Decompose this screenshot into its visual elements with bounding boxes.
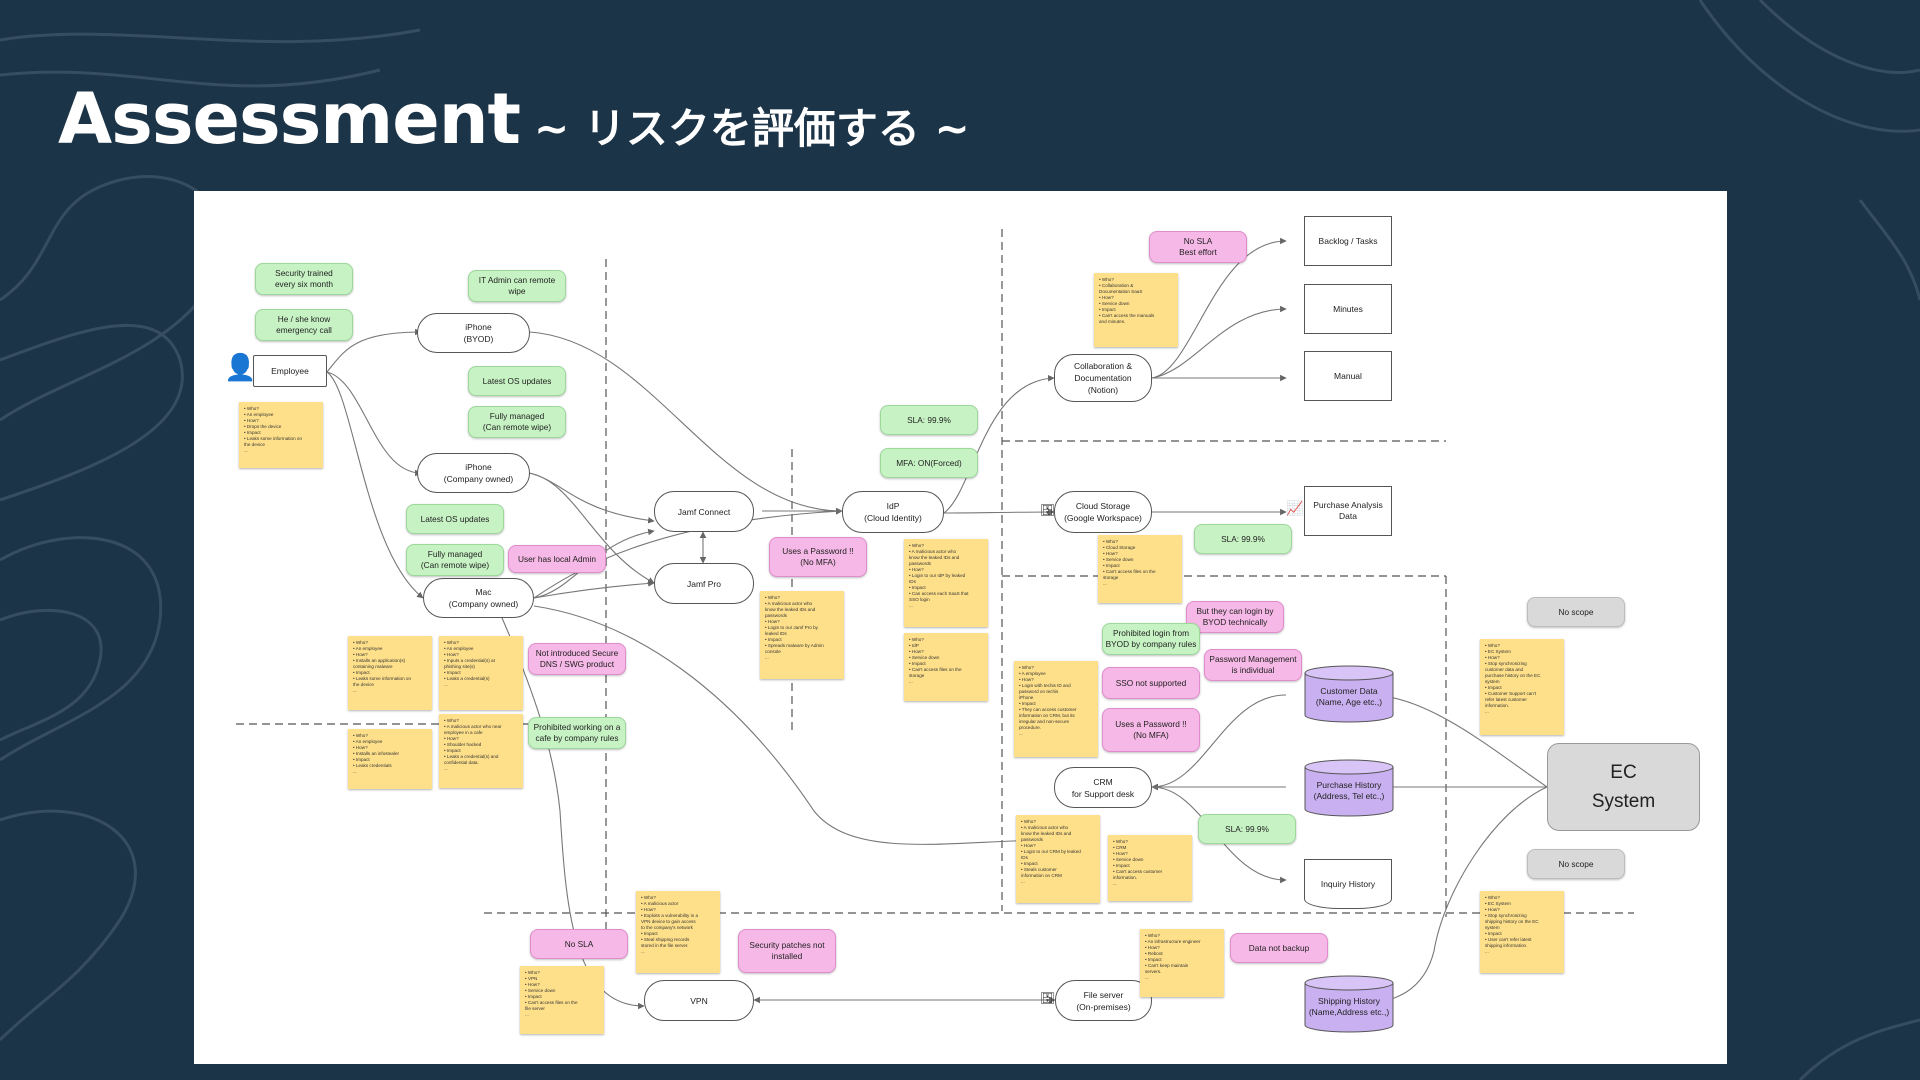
doc-backlog-tasks[interactable]: Backlog / Tasks [1304,216,1392,266]
page-title: Assessment ~ リスクを評価する ~ [58,78,970,160]
node-cloud-storage[interactable]: Cloud Storage (Google Workspace) [1054,491,1152,533]
sticky-idp-down: • Who? • IdP • How? • Service down • Imp… [904,633,988,701]
person-icon: 👤 [224,352,257,382]
node-vpn[interactable]: VPN [644,980,754,1021]
sticky-notion-risk: • Who? • Collaboration & Documentation S… [1094,273,1178,347]
db-customer-data[interactable]: Customer Data (Name, Age etc.,) [1315,686,1383,707]
sticky-ec-customer-sync: • Who? • EC System • How? • Stop synchro… [1480,639,1564,735]
note-fully-managed-2: Fully managed (Can remote wipe) [406,544,504,576]
title-subtitle: ~ リスクを評価する ~ [534,104,970,153]
note-latest-os-2: Latest OS updates [406,504,504,534]
note-sla-idp: SLA: 99.9% [880,405,978,435]
sticky-mac-infostealer: • Who? • An employee • How? • Installs a… [348,729,432,789]
db-purchase-history-shape [1304,759,1394,817]
sticky-file-server-reboot: • Who? • An infrastructure engineer • Ho… [1140,929,1224,997]
note-it-admin-wipe: IT Admin can remote wipe [468,270,566,302]
sticky-jamf-risk: • Who? • A malicious actor who know the … [760,591,844,679]
note-no-sla-best-effort: No SLA Best effort [1149,231,1247,263]
note-latest-os-1: Latest OS updates [468,366,566,396]
node-ec-system[interactable]: EC System [1547,743,1700,831]
sticky-mac-shoulder-hack: • Who? • A malicious actor who near empl… [439,714,523,788]
note-password-individual: Password Management is individual [1204,649,1302,681]
sticky-crm-down: • Who? • CRM • How? • Service down • Imp… [1108,835,1192,901]
doc-manual[interactable]: Manual [1304,351,1392,401]
db-shipping-history[interactable]: Shipping History (Name,Address etc.,) [1308,996,1390,1017]
doc-purchase-analysis[interactable]: Purchase Analysis Data [1304,486,1392,536]
note-no-sla-vpn: No SLA [530,929,628,959]
sticky-mac-malware: • Who? • An employee • How? • Installs a… [348,636,432,710]
note-no-scope-2: No scope [1527,849,1625,879]
diagram-connectors [236,229,1634,1010]
note-security-trained: Security trained every six month [255,263,353,295]
note-prohibited-cafe: Prohibited working on a cafe by company … [528,717,626,749]
node-mac[interactable]: Mac (Company owned) [423,578,534,618]
sticky-mac-phishing: • Who? • An employee • How? • Inputs a c… [439,636,523,710]
risk-assessment-diagram: 👤 Employee 📱 iPhone (BYOD) 📱 iPhone (Com… [194,191,1727,1064]
zone-dividers [236,229,1634,931]
node-jamf-pro[interactable]: Jamf Pro [654,563,754,604]
note-password-no-mfa-2: Uses a Password !! (No MFA) [1102,708,1200,752]
note-emergency-call: He / she know emergency call [255,309,353,341]
note-data-not-backup: Data not backup [1230,933,1328,963]
node-employee[interactable]: Employee [253,355,327,387]
chart-icon: 📈 [1286,500,1304,516]
note-mfa-forced: MFA: ON(Forced) [880,448,978,478]
note-sso-not-supported: SSO not supported [1102,667,1200,699]
note-password-no-mfa-1: Uses a Password !! (No MFA) [769,537,867,577]
note-sla-storage: SLA: 99.9% [1194,524,1292,554]
sticky-storage-down: • Who? • Cloud Storage • How? • Service … [1098,535,1182,603]
cloud-storage-icon: 🗄 [1040,503,1056,517]
sticky-vpn-down: • Who? • VPN • How? • Service down • Imp… [520,966,604,1034]
db-purchase-history[interactable]: Purchase History (Address, Tel etc.,) [1313,780,1385,801]
doc-inquiry-history[interactable]: Inquiry History [1304,859,1392,909]
node-iphone-company[interactable]: iPhone (Company owned) [417,453,530,493]
node-notion[interactable]: Collaboration & Documentation (Notion) [1054,354,1152,402]
sticky-employee-risk: • Who? • An employee • How? • Drops the … [239,402,323,468]
node-idp[interactable]: IdP (Cloud Identity) [842,491,944,533]
note-local-admin: User has local Admin [508,545,606,573]
note-no-scope-1: No scope [1527,597,1625,627]
sticky-vpn-exploit: • Who? • A malicious actor • How? • Expl… [636,891,720,973]
server-icon: 🗄 [1040,991,1056,1005]
sticky-crm-byod-login: • Who? • A employee • How? • Login with … [1014,661,1098,757]
note-no-secure-dns: Not introduced Secure DNS / SWG product [528,643,626,675]
sticky-idp-leak: • Who? • A malicious actor who know the … [904,539,988,627]
sticky-crm-leak: • Who? • A malicious actor who know the … [1016,815,1100,903]
sticky-ec-shipping-sync: • Who? • EC System • How? • Stop synchro… [1480,891,1564,973]
node-crm[interactable]: CRM for Support desk [1054,767,1152,808]
title-main: Assessment [58,78,521,160]
note-byod-technically: But they can login by BYOD technically [1186,601,1284,633]
node-jamf-connect[interactable]: Jamf Connect [654,491,754,532]
note-prohibited-byod: Prohibited login from BYOD by company ru… [1102,623,1200,655]
note-sla-crm: SLA: 99.9% [1198,814,1296,844]
node-iphone-byod[interactable]: iPhone (BYOD) [417,313,530,353]
doc-minutes[interactable]: Minutes [1304,284,1392,334]
note-fully-managed-1: Fully managed (Can remote wipe) [468,406,566,438]
db-shipping-history-shape [1304,975,1394,1033]
node-file-server[interactable]: File server (On-premises) [1055,980,1152,1021]
note-security-patches: Security patches not installed [738,929,836,973]
db-customer-data-shape [1304,665,1394,723]
